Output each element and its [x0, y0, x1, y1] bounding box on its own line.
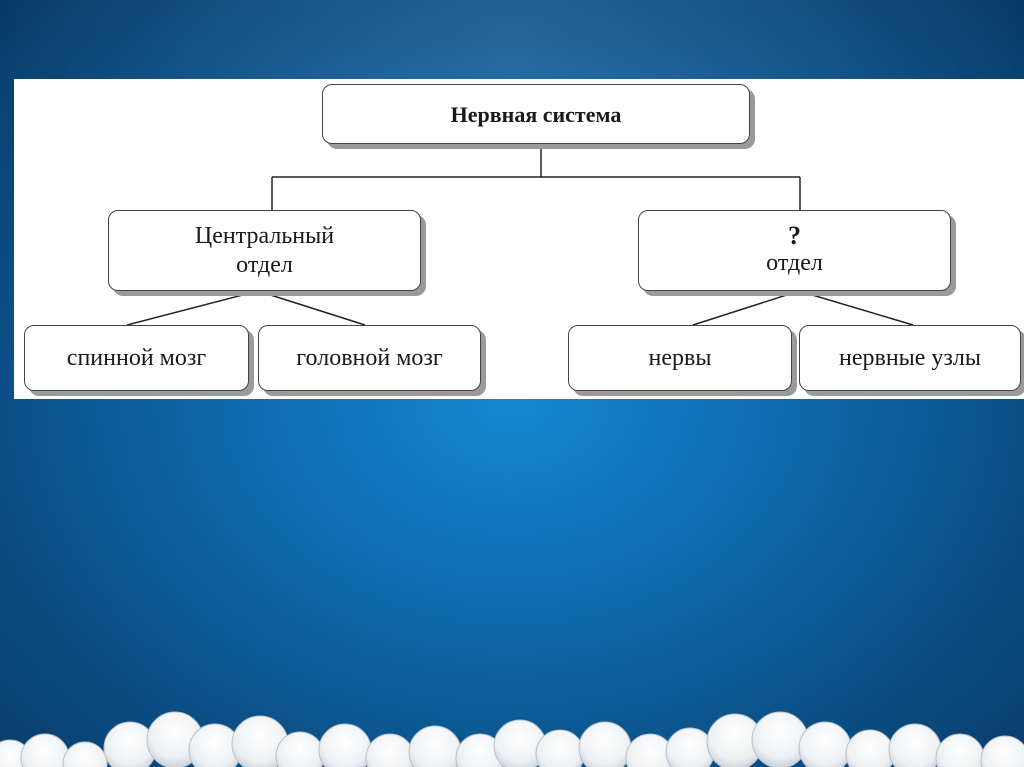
root-node: Нервная система: [322, 84, 750, 144]
peripheral-node: ? отдел: [638, 210, 951, 291]
peripheral-to-ganglia-line: [798, 290, 914, 326]
peripheral-question-mark: ?: [787, 221, 801, 250]
ganglia-label: нервные узлы: [838, 344, 982, 371]
peripheral-to-nerves-line: [692, 290, 800, 326]
cloud-border: [0, 711, 1024, 767]
brain-node: головной мозг: [258, 325, 481, 391]
diagram-panel: Нервная система Центральный отдел ? отде…: [14, 79, 1024, 399]
connector-lines: [126, 147, 914, 326]
spinal-cord-node: спинной мозг: [24, 325, 249, 391]
peripheral-label-line2: отдел: [766, 250, 823, 276]
background-sheen: [0, 0, 1024, 90]
nerves-label: нервы: [648, 344, 712, 371]
nerves-node: нервы: [568, 325, 792, 391]
central-node: Центральный отдел: [108, 210, 421, 291]
central-to-brain-line: [257, 290, 366, 326]
central-to-spinal-line: [126, 290, 259, 326]
spinal-cord-label: спинной мозг: [66, 344, 207, 371]
ganglia-node: нервные узлы: [799, 325, 1021, 391]
root-label: Нервная система: [450, 101, 622, 127]
brain-label: головной мозг: [296, 344, 443, 371]
central-label-line2: отдел: [236, 251, 293, 278]
central-label-line1: Центральный: [194, 222, 335, 249]
